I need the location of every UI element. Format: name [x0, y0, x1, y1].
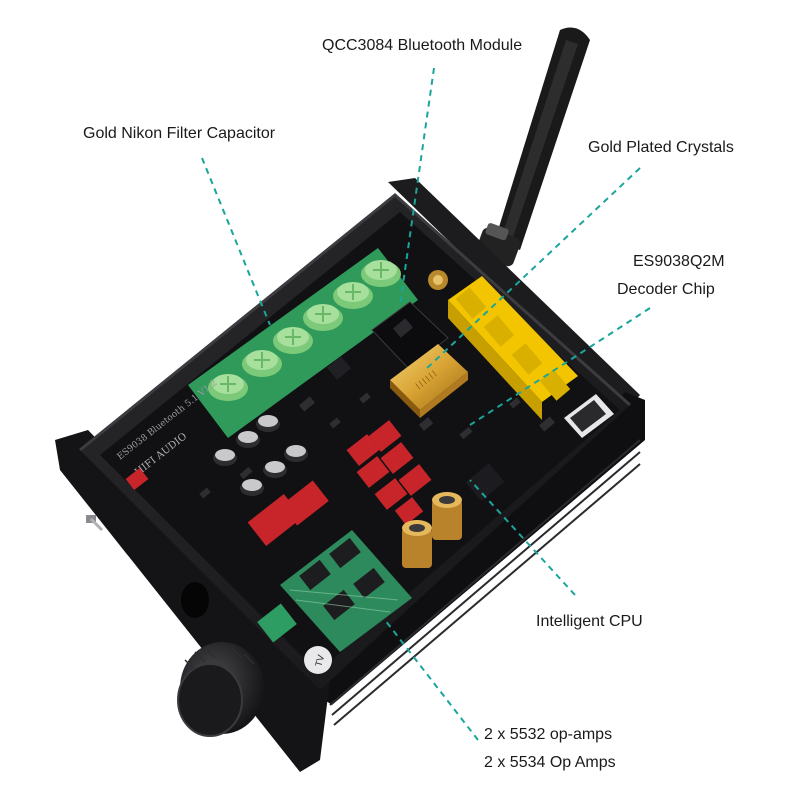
callout-line-cpu	[469, 479, 576, 596]
filter-capacitor-board	[188, 248, 418, 438]
callout-line-decoder	[469, 307, 651, 426]
indicator-block	[257, 603, 297, 643]
label-filter-capacitor: Gold Nikon Filter Capacitor	[83, 125, 276, 142]
headphone-jack	[181, 582, 209, 618]
label-intelligent-cpu: Intelligent CPU	[536, 613, 643, 630]
op-amp-board	[280, 530, 412, 652]
label-decoder-line1: ES9038Q2M	[633, 253, 725, 270]
callout-line-bluetooth	[399, 67, 435, 306]
callout-line-opamps	[384, 619, 479, 741]
label-gold-crystals: Gold Plated Crystals	[588, 139, 734, 156]
callout-lines	[201, 67, 651, 741]
terminal-blocks	[428, 270, 578, 420]
small-capacitors	[213, 415, 308, 496]
film-capacitors	[247, 420, 432, 546]
smd-components	[199, 356, 555, 501]
label-opamps-line1: 2 x 5532 op-amps	[484, 726, 613, 743]
red-switch	[125, 467, 149, 491]
toggle-switch	[86, 515, 104, 532]
callout-line-filter-capacitor	[201, 157, 271, 326]
callout-line-crystals	[424, 167, 641, 371]
volume-knob	[177, 642, 264, 737]
label-opamps-line2: 2 x 5534 Op Amps	[484, 754, 616, 771]
knob-marking-disc: TV	[304, 646, 332, 674]
gold-crystal: ||||||	[390, 344, 468, 418]
label-decoder-line2: Decoder Chip	[617, 281, 715, 298]
audio-capacitors	[402, 492, 462, 568]
input-port	[564, 394, 614, 438]
label-bluetooth-module: QCC3084 Bluetooth Module	[322, 37, 523, 54]
filter-capacitors	[208, 260, 401, 401]
knob-marking-text: TV	[314, 653, 327, 669]
